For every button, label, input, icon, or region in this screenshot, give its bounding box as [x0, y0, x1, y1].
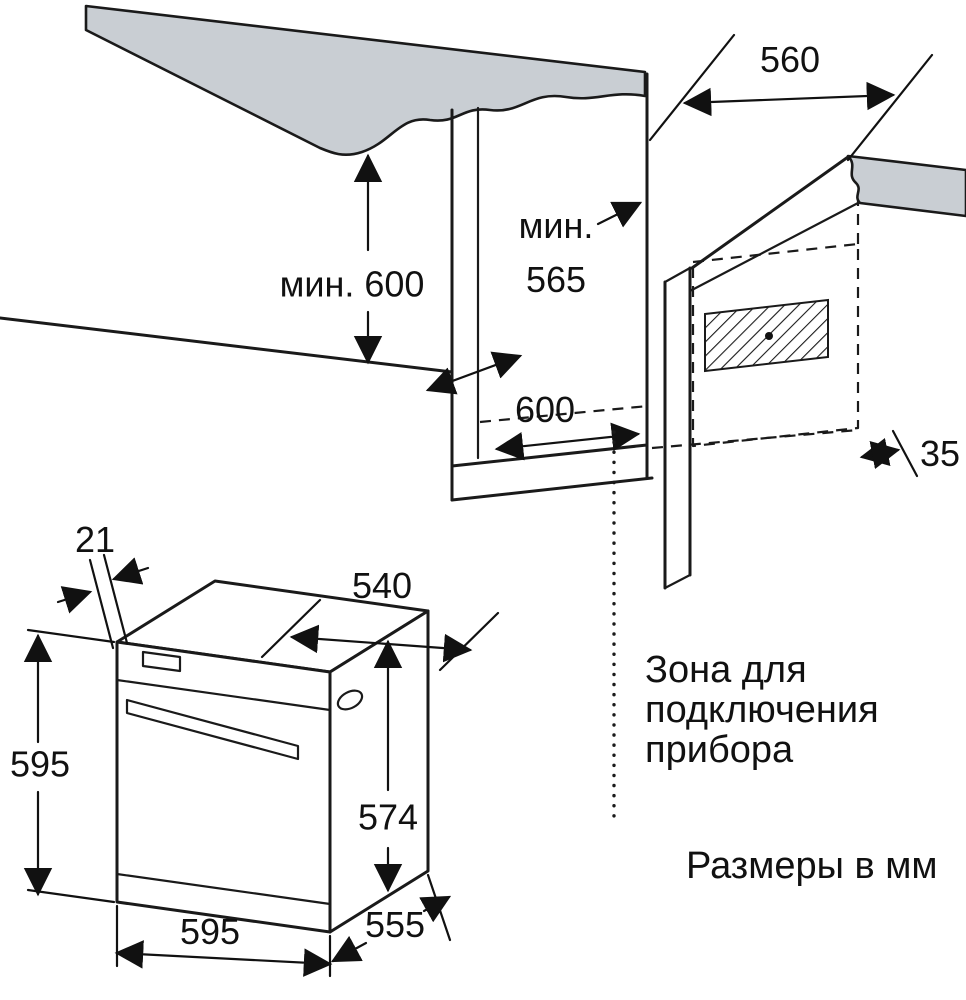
dim-min565-word: мин.: [519, 205, 594, 246]
connection-point-dot: [765, 332, 773, 340]
dim-35-label: 35: [920, 433, 960, 474]
dim-21-arrow-left: [56, 586, 93, 614]
niche-base-front-edge: [450, 476, 654, 502]
oven-side-vent: [336, 689, 364, 711]
dim-min600-label: мин. 600: [280, 264, 425, 305]
units-note: Размеры в мм: [686, 845, 937, 887]
dim-35-ext-line: [891, 429, 919, 478]
dim-21-arrow-right: [111, 557, 150, 585]
dim-555-arrow-back: [419, 895, 452, 923]
dim-555-label: 555: [365, 904, 425, 945]
right-worktop-front-top-edge: [690, 155, 850, 270]
dim-595h-ext-line-bottom: [26, 888, 116, 904]
dim-560-arrow: [682, 81, 896, 117]
oven-front-face: [115, 640, 332, 934]
connection-zone-dashed-outline: [691, 242, 860, 448]
niche-floor-right-depth-dashed: [651, 428, 859, 450]
oven-display: [141, 650, 182, 673]
zone-note-line3: прибора: [645, 729, 794, 771]
zone-note-line1: Зона для: [645, 649, 807, 691]
left-cabinet-front-edge: [0, 316, 454, 374]
dim-35-arrow: [859, 437, 901, 470]
dim-600-label: 600: [515, 389, 575, 430]
oven-control-panel-line: [115, 678, 332, 712]
dim-560-label: 560: [760, 39, 820, 80]
dim-560-ext-line-left: [648, 33, 736, 142]
niche-floor-back-edge-dashed: [479, 404, 649, 424]
dim-595w-arrow: [114, 940, 333, 977]
dim-540-ext-line-right: [438, 611, 500, 672]
dim-21-label: 21: [75, 519, 115, 560]
niche-floor-front-edge: [450, 443, 649, 468]
oven-drawing: [115, 579, 430, 934]
oven-door-handle: [125, 698, 300, 761]
dim-574-label: 574: [358, 797, 418, 838]
cabinet-niche-drawing: [0, 4, 966, 590]
dim-min565-leader-arrow: [596, 201, 643, 228]
dim-595h-ext-line-top: [26, 628, 116, 644]
oven-dimensions: 21 540 595 574 595 555: [10, 519, 500, 978]
partition-top-edge: [663, 266, 692, 284]
dim-21-ext-line-right: [102, 553, 129, 645]
dim-600-arrow: [494, 422, 641, 461]
dim-595-width-label: 595: [180, 911, 240, 952]
dim-540-label: 540: [352, 565, 412, 606]
dim-560-ext-line-right: [846, 53, 934, 162]
oven-door-bottom-line: [115, 872, 332, 906]
zone-note-line2: подключения: [645, 689, 879, 731]
right-worktop-underside-edge: [688, 201, 860, 293]
dim-21-ext-line-left: [88, 558, 115, 650]
dim-min565-depth-arrow: [425, 351, 523, 395]
dim-min565-label: 565: [526, 259, 586, 300]
left-worktop-surface: [84, 4, 647, 156]
partition-bottom-edge: [663, 573, 692, 590]
dim-595-height-label: 595: [10, 744, 70, 785]
connection-zone-note: Зона для подключения прибора: [612, 430, 879, 826]
right-worktop-surface: [846, 154, 966, 218]
dim-555-arrow-front: [330, 935, 368, 963]
niche-dimensions: 560 мин. 600 мин. 565 600 35: [280, 33, 960, 478]
